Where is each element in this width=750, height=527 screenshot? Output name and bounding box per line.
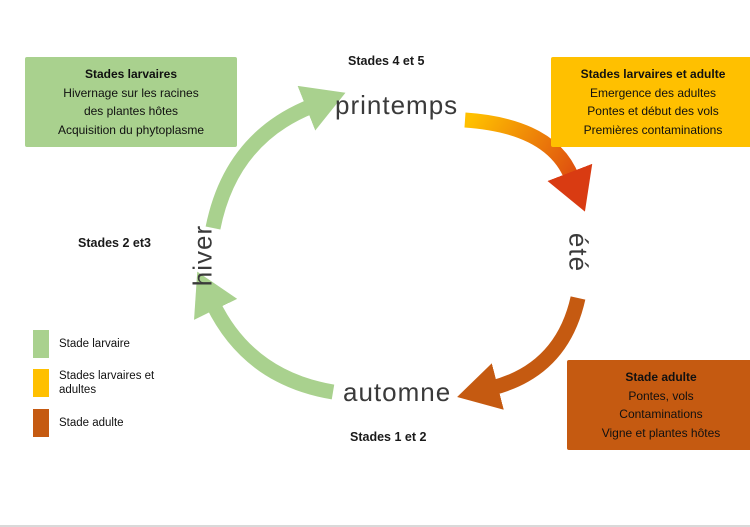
season-ete: été [563,232,594,273]
info-box-larval-line: des plantes hôtes [83,104,179,119]
info-box-larval-stages: Stades larvaires Hivernage sur les racin… [25,57,237,148]
stage-label-spring: Stades 4 et 5 [348,54,425,68]
legend-swatch-green [33,330,49,358]
season-printemps: printemps [335,90,459,120]
legend-label: Stades larvaires et adultes [59,370,155,397]
arrow-hiver-to-printemps-icon [205,85,346,230]
legend-label: Stade larvaire [59,337,130,350]
info-box-larval-title: Stades larvaires [84,67,178,81]
info-box-larval-adult-title: Stades larvaires et adulte [580,67,726,81]
info-box-larval-line: Hivernage sur les racines [63,85,199,100]
legend-item-larval: Stade larvaire [33,330,171,358]
arrow-printemps-to-ete-icon [464,112,593,212]
info-box-adult-line: Vigne et plantes hôtes [601,425,721,440]
season-automne: automne [343,377,452,407]
legend-item-larval-adult: Stades larvaires et adultes [33,369,171,398]
season-hiver: hiver [187,224,218,287]
info-box-larval-adult-line: Pontes et début des vols [587,104,719,119]
info-box-adult-line: Contaminations [619,407,703,422]
legend-item-adult: Stade adulte [33,408,171,437]
info-box-larval-adult-stages: Stades larvaires et adulte Emergence des… [551,57,750,148]
info-box-adult-stage: Stade adulte Pontes, vols Contaminations… [567,360,750,451]
info-box-adult-title: Stade adulte [625,370,697,384]
stage-label-winter: Stades 2 et3 [78,236,151,250]
legend-swatch-yellow [33,369,49,398]
info-box-larval-adult-line: Emergence des adultes [589,85,717,100]
arrow-ete-to-automne-icon [457,296,586,410]
info-box-adult-line: Pontes, vols [628,388,694,403]
info-box-larval-adult-line: Premières contaminations [583,122,723,137]
legend-swatch-orange [33,408,49,437]
legend-label: Stade adulte [59,416,124,429]
info-box-larval-line: Acquisition du phytoplasme [57,122,205,137]
legend: Stade larvaire Stades larvaires et adult… [33,330,171,437]
stage-label-autumn: Stades 1 et 2 [350,430,427,444]
arrow-automne-to-hiver-icon [194,271,335,400]
